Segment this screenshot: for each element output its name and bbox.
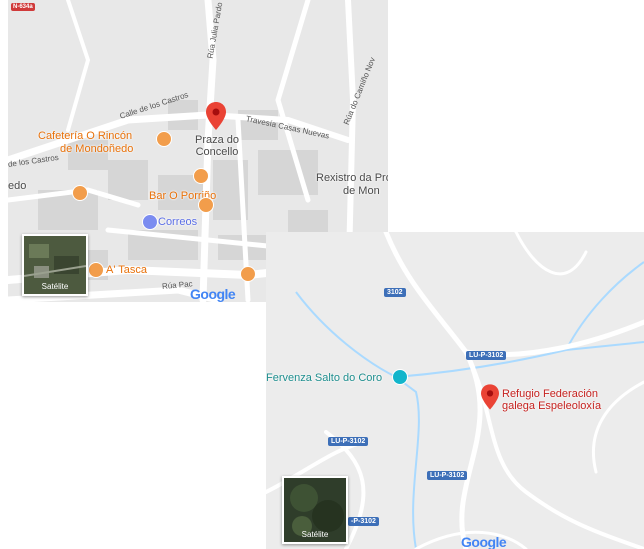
road-shield-lu-p-3102-d: -P-3102: [348, 517, 379, 526]
route-shield: N-634a: [11, 3, 35, 11]
refugio-label-line1: Refugio Federación: [502, 388, 599, 400]
cafeteria-label[interactable]: Cafetería O Rincón de Mondoñedo: [38, 130, 133, 156]
rexistro-label: Rexistro da Pro de Mon: [316, 172, 388, 198]
rural-map[interactable]: 3102 LU-P-3102 LU-P-3102 LU-P-3102 -P-31…: [266, 232, 644, 549]
refugio-pin-icon[interactable]: [481, 384, 499, 410]
bar-fork-icon[interactable]: [193, 168, 209, 184]
satellite-toggle-button-2[interactable]: Satélite: [282, 476, 348, 544]
refugio-label[interactable]: Refugio Federación galega Espeleoloxía: [502, 388, 601, 412]
cafeteria-label-line1: Cafetería O Rincón: [38, 130, 133, 142]
road-shield-top: 3102: [384, 288, 406, 297]
refugio-label-line2: galega Espeleoloxía: [502, 400, 602, 412]
google-logo-text: Google: [190, 286, 236, 302]
cafe-cup-icon-2[interactable]: [240, 266, 256, 282]
restaurant-fork-icon[interactable]: [72, 185, 88, 201]
rexistro-label-line2: de Mon: [343, 185, 380, 197]
satellite-label: Satélite: [41, 282, 69, 291]
praza-label: Praza do Concello: [193, 134, 241, 158]
tasca-fork-icon[interactable]: [88, 262, 104, 278]
cafe-cup-icon[interactable]: [156, 131, 172, 147]
bar-cup-icon[interactable]: [198, 197, 214, 213]
satellite-label-2: Satélite: [301, 530, 329, 539]
satellite-thumbnail-image: [24, 236, 86, 294]
satellite-thumbnail-image-2: [284, 478, 346, 542]
post-office-envelope-icon[interactable]: [142, 214, 158, 230]
praza-label-line1: Praza do: [194, 134, 240, 146]
town-name-fragment: edo: [8, 180, 27, 192]
praza-label-line2: Concello: [195, 146, 239, 158]
location-pin-icon[interactable]: [206, 102, 226, 130]
road-shield-lu-p-3102-c: LU-P-3102: [427, 471, 468, 480]
fervenza-label[interactable]: Fervenza Salto do Coro: [266, 372, 383, 384]
correos-label[interactable]: Correos: [158, 216, 198, 228]
waterfall-camera-icon[interactable]: [392, 369, 408, 385]
tasca-label[interactable]: A' Tasca: [106, 264, 148, 276]
road-shield-lu-p-3102-a: LU-P-3102: [466, 351, 507, 360]
rexistro-label-line1: Rexistro da Pro: [316, 172, 388, 184]
road-shield-lu-p-3102-b: LU-P-3102: [328, 437, 369, 446]
google-logo-text-2: Google: [461, 534, 507, 549]
satellite-toggle-button[interactable]: Satélite: [22, 234, 88, 296]
google-logo-2: Google: [461, 534, 507, 549]
google-logo: Google: [190, 286, 236, 302]
cafeteria-label-line2: de Mondoñedo: [60, 143, 134, 155]
town-map[interactable]: N-634a Rúa Julia Pardo Calle de los Cast…: [8, 0, 388, 302]
